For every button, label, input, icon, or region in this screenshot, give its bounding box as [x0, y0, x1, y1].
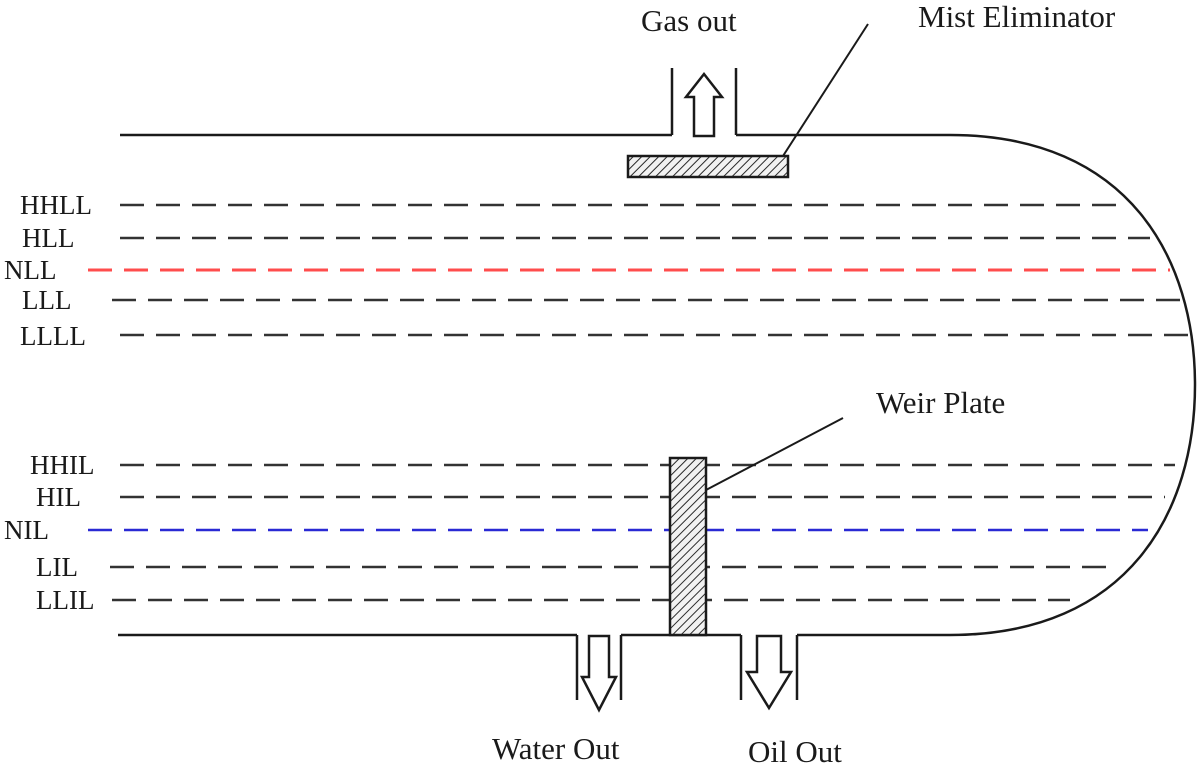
oil-out-arrow-icon — [744, 634, 794, 711]
weir-plate-leader — [705, 417, 844, 491]
oil-outlet-nozzle — [739, 635, 799, 700]
level-label-lll: LLL — [22, 285, 71, 315]
liquid-level-labels: HHLL HLL NLL LLL LLLL — [4, 190, 92, 351]
level-label-hhil: HHIL — [30, 450, 94, 480]
interface-level-lines — [88, 463, 1175, 602]
mist-eliminator-pad — [626, 154, 790, 179]
water-outlet-nozzle — [575, 635, 623, 700]
liquid-level-lines — [88, 203, 1190, 337]
interface-level-labels: HHIL HIL NIL LIL LLIL — [4, 450, 94, 615]
level-label-nll: NLL — [4, 255, 56, 285]
level-label-hhll: HHLL — [20, 190, 92, 220]
gas-out-label: Gas out — [641, 3, 737, 38]
vessel-head — [949, 133, 1197, 637]
weir-plate — [668, 456, 708, 637]
water-out-label: Water Out — [492, 731, 620, 766]
gas-out-arrow-icon — [683, 71, 725, 138]
gas-outlet-nozzle — [670, 68, 738, 135]
oil-out-label: Oil Out — [748, 734, 842, 766]
level-label-llll: LLLL — [20, 321, 86, 351]
mist-eliminator-leader — [782, 23, 869, 157]
level-label-hil: HIL — [36, 482, 81, 512]
level-label-nil: NIL — [4, 515, 49, 545]
level-label-lil: LIL — [36, 552, 78, 582]
weir-plate-label: Weir Plate — [876, 385, 1005, 420]
level-label-hll: HLL — [22, 223, 74, 253]
water-out-arrow-icon — [579, 634, 619, 713]
level-label-llil: LLIL — [36, 585, 94, 615]
mist-eliminator-label: Mist Eliminator — [918, 0, 1116, 34]
